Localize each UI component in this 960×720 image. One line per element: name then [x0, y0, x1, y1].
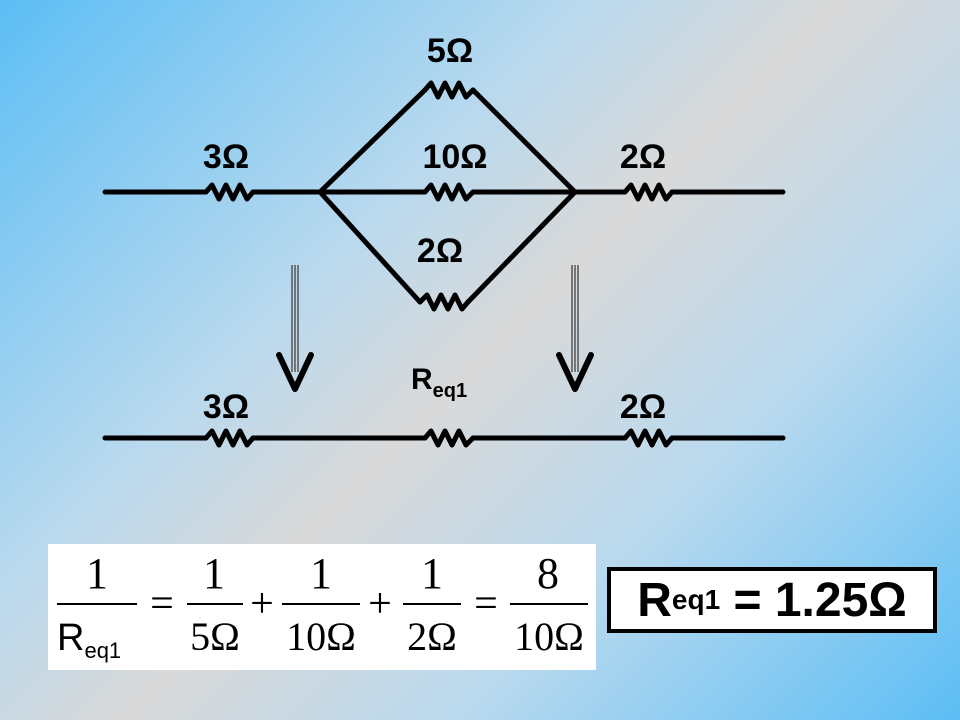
- eq-den-req1: Req1: [57, 617, 121, 663]
- equation-box: 1 Req1 = 1 5Ω + 1 10Ω + 1 2Ω = 8 10Ω: [48, 544, 596, 670]
- eq-den-result: 10Ω: [514, 614, 584, 659]
- label-10ohm: 10Ω: [422, 138, 487, 176]
- label-2ohm-bottom: 2Ω: [620, 388, 666, 426]
- label-3ohm-top: 3Ω: [203, 138, 249, 176]
- label-5ohm: 5Ω: [427, 32, 473, 70]
- eq-plus-1: +: [250, 581, 274, 627]
- branch-bottom-right: [465, 189, 578, 305]
- eq-plus-2: +: [368, 581, 392, 627]
- eq-num-4: 1: [421, 549, 443, 598]
- eq-equals-2: =: [474, 581, 498, 627]
- result-R: R: [637, 573, 672, 627]
- eq-num-3: 1: [310, 549, 332, 598]
- result-value: = 1.25Ω: [720, 573, 907, 627]
- eq-num-2: 1: [203, 549, 225, 598]
- resistor-10ohm: [422, 182, 476, 202]
- resistor-3ohm-bottom: [203, 428, 256, 448]
- eq-num-1: 1: [86, 549, 108, 598]
- resistor-5ohm: [422, 80, 476, 100]
- down-arrow-right: [556, 265, 594, 392]
- label-2ohm-parallel: 2Ω: [417, 232, 463, 270]
- eq-equals-1: =: [150, 581, 174, 627]
- resistor-2ohm-parallel: [417, 292, 471, 312]
- down-arrow-left: [276, 265, 314, 392]
- branch-top-left: [317, 87, 428, 195]
- label-2ohm-top-right: 2Ω: [620, 138, 666, 176]
- label-3ohm-bottom: 3Ω: [203, 388, 249, 426]
- eq-num-result: 8: [537, 549, 559, 598]
- resistor-2ohm-bottom: [622, 428, 675, 448]
- eq-den-10ohm: 10Ω: [286, 614, 356, 659]
- resistor-2ohm-top-right: [622, 182, 675, 202]
- result-sub: eq1: [671, 584, 721, 615]
- branch-top-right: [470, 87, 578, 195]
- branch-bottom-left: [317, 189, 423, 305]
- label-req1: Req1: [411, 363, 467, 402]
- eq-den-2ohm: 2Ω: [407, 614, 457, 659]
- eq-den-5ohm: 5Ω: [190, 614, 240, 659]
- resistor-req1: [422, 428, 476, 448]
- resistor-3ohm-top: [203, 182, 256, 202]
